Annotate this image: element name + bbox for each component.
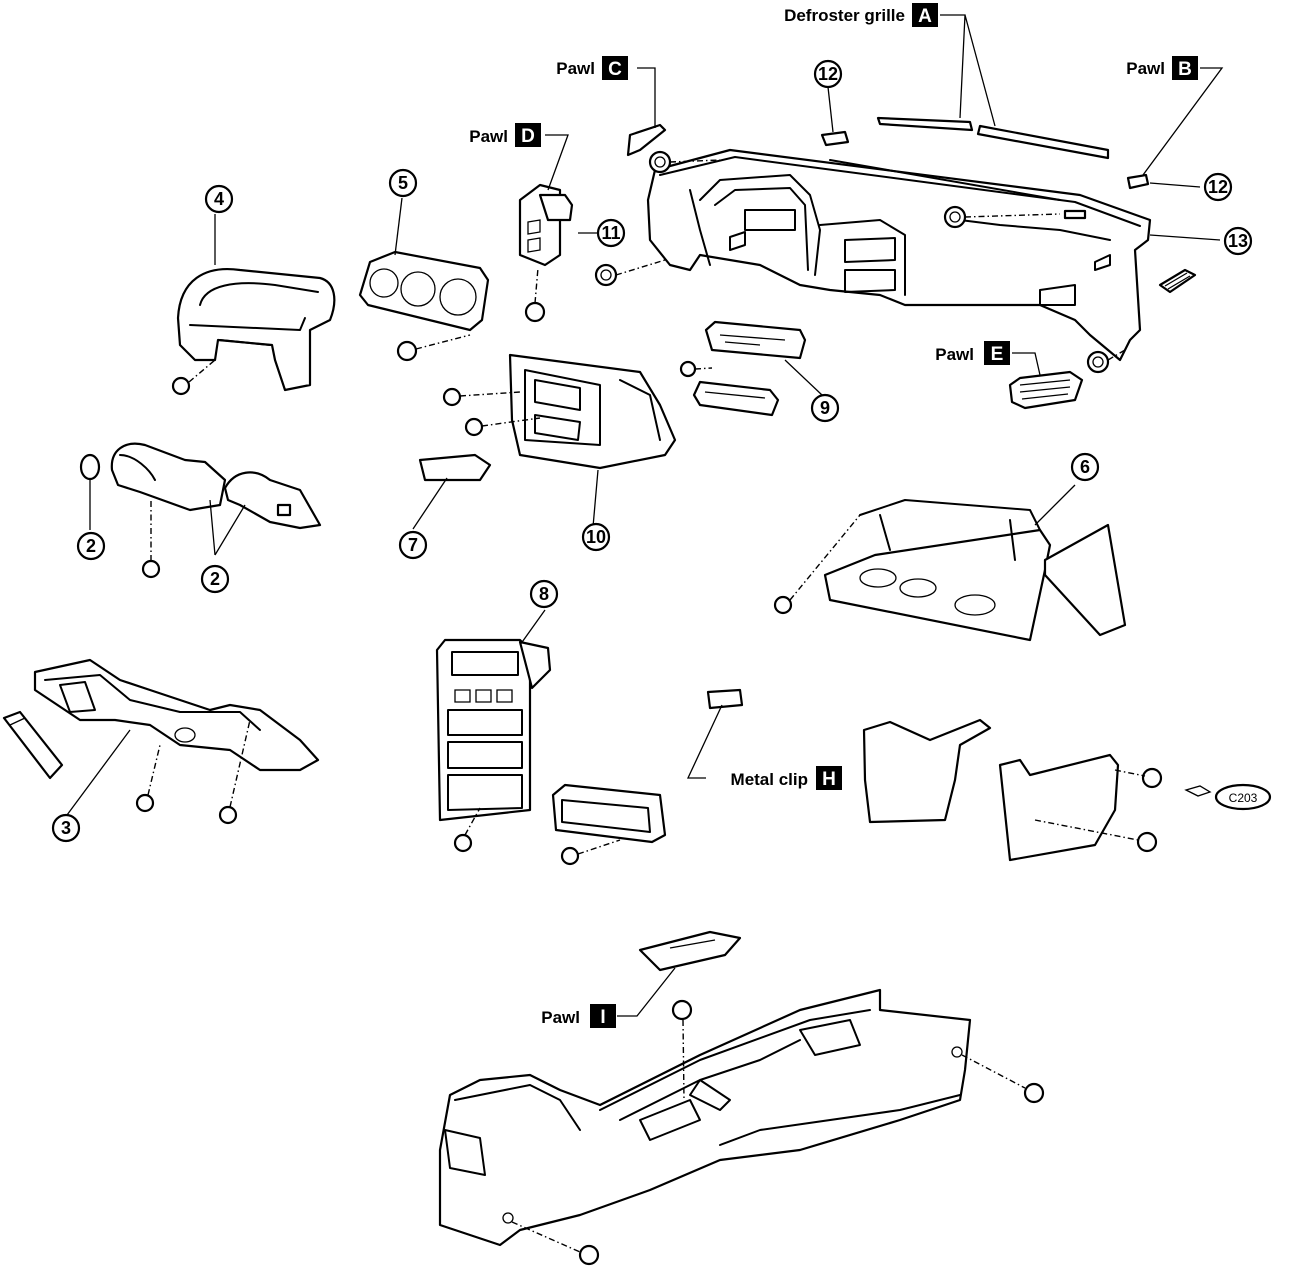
ashtray-7 [418, 453, 492, 482]
defroster-grille [876, 116, 1110, 160]
letter-a: A [918, 6, 932, 27]
part-number-10: 10 [586, 527, 606, 547]
callout-defroster-grille: Defroster grille A [784, 3, 938, 27]
balloon-12-right: 12 [1203, 172, 1233, 202]
balloon-12-top: 12 [813, 59, 843, 89]
letter-h: H [822, 769, 836, 790]
pawl-d-label: Pawl [469, 127, 508, 146]
reference-code: C203 [1229, 791, 1258, 805]
balloon-9: 9 [810, 393, 840, 423]
part-number-12: 12 [1208, 177, 1228, 197]
letter-i: I [600, 1007, 605, 1028]
center-finisher-8 [435, 638, 552, 853]
balloon-2-left: 2 [76, 531, 106, 561]
part-number-9: 9 [820, 398, 830, 418]
balloon-6: 6 [1070, 452, 1100, 482]
ac-control-9 [679, 320, 807, 417]
balloon-3: 3 [51, 813, 81, 843]
letter-box-d [515, 123, 541, 147]
cluster-hood-4 [171, 268, 336, 396]
balloon-13: 13 [1223, 226, 1253, 256]
part-number-3: 3 [61, 818, 71, 838]
cluster-finisher-10 [442, 353, 677, 470]
balloon-8: 8 [529, 579, 559, 609]
pawl-e-label: Pawl [935, 345, 974, 364]
side-vent-11 [518, 183, 574, 323]
metal-clip-label: Metal clip [731, 770, 808, 789]
part-number-4: 4 [214, 189, 224, 209]
letter-box-c [602, 56, 628, 80]
pawl-c-label: Pawl [556, 59, 595, 78]
part-number-2: 2 [86, 536, 96, 556]
kick-panels [862, 718, 1272, 862]
pawl-i-label: Pawl [541, 1008, 580, 1027]
part-number-5: 5 [398, 173, 408, 193]
part-number-8: 8 [539, 584, 549, 604]
pawl-c-part [626, 123, 667, 157]
part-number-6: 6 [1080, 457, 1090, 477]
clip-12-right [1126, 173, 1150, 190]
part-number-2: 2 [210, 569, 220, 589]
letter-e: E [991, 344, 1004, 365]
balloon-2-right: 2 [200, 564, 230, 594]
letter-b: B [1178, 59, 1192, 80]
balloon-4: 4 [204, 184, 234, 214]
letter-box-e [984, 341, 1010, 365]
storage-pocket [551, 783, 667, 866]
letter-c: C [608, 59, 622, 80]
glove-box-6 [773, 499, 1127, 642]
center-console [438, 930, 1045, 1266]
balloon-7: 7 [398, 530, 428, 560]
part-number-11: 11 [601, 223, 620, 243]
part-number-7: 7 [408, 535, 418, 555]
part-number-13: 13 [1228, 231, 1248, 251]
column-cover-2 [79, 442, 322, 579]
defroster-grille-label: Defroster grille [784, 6, 905, 25]
callout-metal-clip-h: Metal clip H [731, 766, 842, 790]
letter-box-b [1172, 56, 1198, 80]
part-number-12: 12 [818, 64, 838, 84]
callout-pawl-i: Pawl I [541, 1004, 616, 1028]
metal-clip-h [706, 688, 744, 710]
letter-box-h [816, 766, 842, 790]
callout-pawl-c: Pawl C [556, 56, 628, 80]
callout-pawl-b: Pawl B [1126, 56, 1198, 80]
balloon-10: 10 [581, 522, 611, 552]
leader-lines [66, 14, 1224, 1017]
letter-d: D [521, 126, 535, 147]
balloon-11: 11 [596, 218, 626, 248]
balloon-5: 5 [388, 168, 418, 198]
letter-box-a [912, 3, 938, 27]
combination-meter-5 [358, 250, 490, 362]
instrument-panel-assembly [594, 148, 1197, 374]
letter-box-i [590, 1004, 616, 1028]
pawl-b-label: Pawl [1126, 59, 1165, 78]
outlet-vent-e [1008, 370, 1084, 410]
lower-panel-3 [2, 658, 320, 825]
clip-12-center [820, 130, 850, 147]
callout-pawl-d: Pawl D [469, 123, 541, 147]
callout-pawl-e: Pawl E [935, 341, 1010, 365]
